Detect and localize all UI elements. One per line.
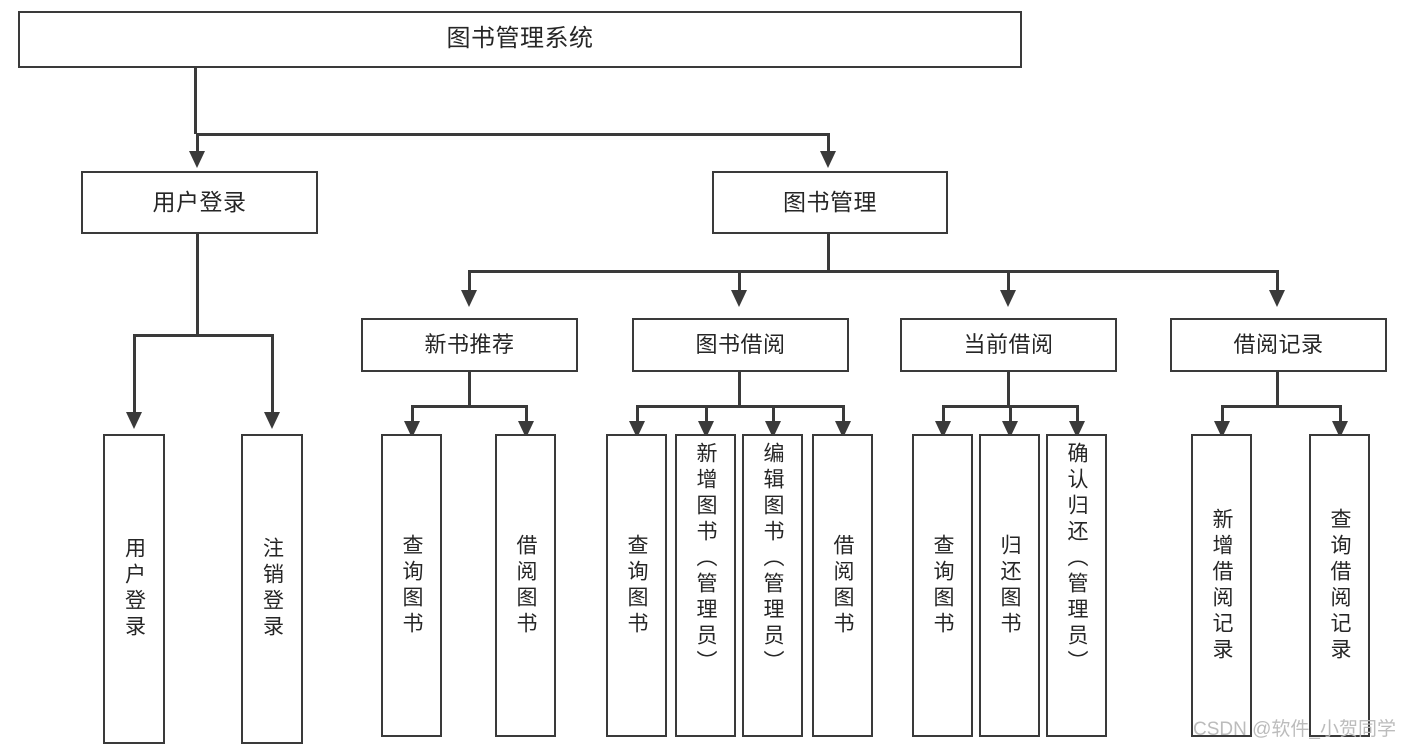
node-label: 新书推荐 [424, 331, 515, 357]
node-user-login[interactable]: 用户登录 [81, 171, 318, 234]
arrowhead-leaf-add-book [698, 421, 714, 438]
connector-cb-drop-2 [1009, 405, 1012, 423]
connector-to-book-management [827, 133, 830, 153]
node-leaf-user-login[interactable]: 用户登录 [103, 434, 165, 744]
arrowhead-leaf-borrow-book-1 [518, 421, 534, 438]
arrowhead-book-management [820, 151, 836, 168]
arrowhead-leaf-query-borrow-record [1332, 421, 1348, 438]
arrowhead-current-borrow [1000, 290, 1016, 307]
node-leaf-confirm-return[interactable]: 确认归还（管理员） [1046, 434, 1107, 737]
node-label: 查询图书 [625, 533, 648, 638]
node-label: 编辑图书（管理员） [761, 442, 784, 676]
connector-br-drop-1 [1221, 405, 1224, 423]
arrowhead-borrow-record [1269, 290, 1285, 307]
node-root-library-system[interactable]: 图书管理系统 [18, 11, 1022, 68]
connector-user-login-stem [196, 234, 199, 335]
arrowhead-leaf-borrow-book-2 [835, 421, 851, 438]
node-label: 用户登录 [152, 188, 247, 215]
connector-nbr-drop-1 [411, 405, 414, 423]
connector-level1-bar [196, 133, 830, 136]
connector-new-book-recommend-stem [468, 372, 471, 406]
node-label: 新增借阅记录 [1210, 507, 1233, 664]
node-current-borrow[interactable]: 当前借阅 [900, 318, 1117, 372]
connector-book-management-stem [827, 234, 830, 271]
arrowhead-leaf-query-book-2 [629, 421, 645, 438]
node-label: 新增图书（管理员） [694, 442, 717, 676]
node-label: 图书管理 [783, 188, 877, 215]
arrowhead-new-book-recommend [461, 290, 477, 307]
arrowhead-leaf-add-borrow-record [1214, 421, 1230, 438]
node-label: 归还图书 [998, 533, 1021, 638]
connector-user-login-drop-1 [133, 334, 136, 414]
node-book-management[interactable]: 图书管理 [712, 171, 948, 234]
node-label: 查询借阅记录 [1328, 507, 1351, 664]
connector-to-current-borrow [1007, 270, 1010, 292]
connector-borrow-record-bar [1221, 405, 1341, 408]
node-leaf-return-book[interactable]: 归还图书 [979, 434, 1040, 737]
connector-root-stem [194, 68, 197, 134]
node-label: 注销登录 [260, 537, 284, 641]
connector-current-borrow-stem [1007, 372, 1010, 406]
node-label: 图书借阅 [695, 331, 786, 357]
node-book-borrow[interactable]: 图书借阅 [632, 318, 849, 372]
connector-book-borrow-bar [636, 405, 845, 408]
connector-to-user-login [196, 133, 199, 153]
connector-user-login-bar [133, 334, 274, 337]
node-leaf-logout-login[interactable]: 注销登录 [241, 434, 303, 744]
connector-bb-drop-4 [842, 405, 845, 423]
arrowhead-user-login [189, 151, 205, 168]
connector-user-login-drop-2 [271, 334, 274, 414]
node-leaf-add-book[interactable]: 新增图书（管理员） [675, 434, 736, 737]
node-leaf-query-book-2[interactable]: 查询图书 [606, 434, 667, 737]
node-new-book-recommend[interactable]: 新书推荐 [361, 318, 578, 372]
connector-bb-drop-3 [772, 405, 775, 423]
connector-new-book-recommend-bar [411, 405, 528, 408]
connector-level2-bar [468, 270, 1278, 273]
arrowhead-leaf-user-login [126, 412, 142, 429]
arrowhead-leaf-query-book-3 [935, 421, 951, 438]
node-leaf-edit-book[interactable]: 编辑图书（管理员） [742, 434, 803, 737]
node-label: 确认归还（管理员） [1065, 442, 1088, 676]
node-label: 查询图书 [931, 533, 954, 638]
connector-nbr-drop-2 [525, 405, 528, 423]
node-label: 用户登录 [122, 537, 146, 641]
node-leaf-borrow-book-1[interactable]: 借阅图书 [495, 434, 556, 737]
node-leaf-add-borrow-record[interactable]: 新增借阅记录 [1191, 434, 1252, 737]
arrowhead-leaf-confirm-return [1069, 421, 1085, 438]
node-borrow-record[interactable]: 借阅记录 [1170, 318, 1387, 372]
connector-br-drop-2 [1339, 405, 1342, 423]
node-label: 借阅图书 [831, 533, 854, 638]
connector-book-borrow-stem [738, 372, 741, 406]
arrowhead-book-borrow [731, 290, 747, 307]
node-leaf-query-borrow-record[interactable]: 查询借阅记录 [1309, 434, 1370, 737]
node-leaf-query-book-1[interactable]: 查询图书 [381, 434, 442, 737]
arrowhead-leaf-query-book-1 [404, 421, 420, 438]
node-label: 当前借阅 [963, 331, 1054, 357]
connector-bb-drop-1 [636, 405, 639, 423]
node-label: 借阅记录 [1233, 331, 1324, 357]
connector-borrow-record-stem [1276, 372, 1279, 406]
node-label: 查询图书 [400, 533, 423, 638]
node-leaf-borrow-book-2[interactable]: 借阅图书 [812, 434, 873, 737]
connector-to-borrow-record [1276, 270, 1279, 292]
arrowhead-leaf-return-book [1002, 421, 1018, 438]
node-label: 借阅图书 [514, 533, 537, 638]
connector-to-new-book-recommend [468, 270, 471, 292]
connector-to-book-borrow [738, 270, 741, 292]
connector-cb-drop-1 [942, 405, 945, 423]
arrowhead-leaf-logout-login [264, 412, 280, 429]
connector-cb-drop-3 [1076, 405, 1079, 423]
connector-bb-drop-2 [705, 405, 708, 423]
node-label: 图书管理系统 [446, 25, 594, 53]
node-leaf-query-book-3[interactable]: 查询图书 [912, 434, 973, 737]
arrowhead-leaf-edit-book [765, 421, 781, 438]
